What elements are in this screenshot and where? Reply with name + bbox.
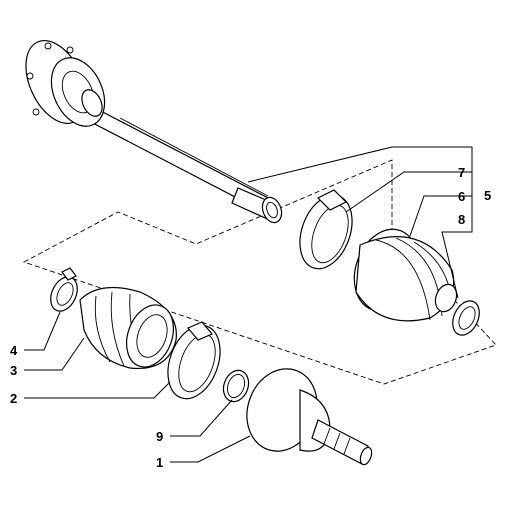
- clamp-2: [167, 321, 221, 400]
- callout-5: 5: [484, 188, 491, 203]
- clamp-8: [452, 300, 480, 336]
- cv-joint-1: [246, 368, 373, 466]
- circlip-9: [222, 369, 250, 403]
- kit-boundary: [22, 159, 497, 385]
- boot-6: [353, 228, 458, 322]
- callout-6: 6: [458, 189, 465, 204]
- callout-3: 3: [10, 363, 17, 378]
- callout-7: 7: [458, 165, 465, 180]
- clamp-4: [50, 267, 78, 312]
- leader-lines: [24, 146, 473, 463]
- callout-4: 4: [10, 343, 18, 358]
- clamp-7: [299, 189, 353, 270]
- callout-1: 1: [156, 455, 163, 470]
- callout-9: 9: [156, 429, 163, 444]
- callout-2: 2: [10, 391, 17, 406]
- boot-3: [79, 286, 177, 370]
- drive-shaft-assembly: [25, 40, 283, 224]
- callout-8: 8: [458, 212, 465, 227]
